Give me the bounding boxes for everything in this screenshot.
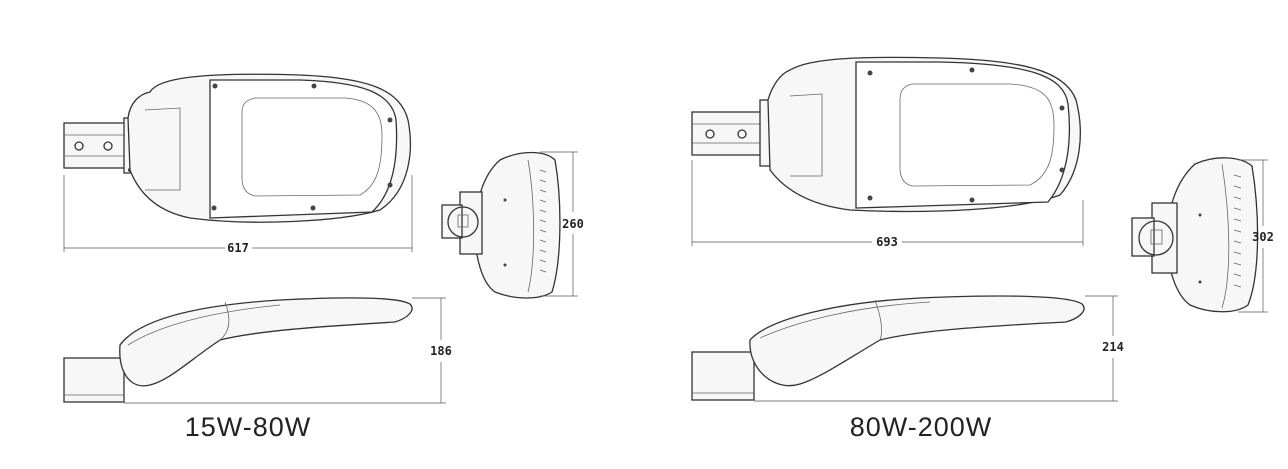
model-2-caption: 80W-200W [850, 412, 993, 442]
model-1-length-label: 617 [227, 241, 249, 255]
model-1-drawing: 617 260 [63, 73, 584, 442]
model-1-end-view [441, 151, 578, 299]
model-1-height-label: 186 [430, 344, 452, 358]
model-1-caption: 15W-80W [185, 412, 312, 442]
model-2-end-view [1131, 157, 1268, 313]
model-1-side-view [63, 297, 446, 404]
model-1-top-view [63, 73, 413, 252]
model-2-height-label: 214 [1102, 340, 1124, 354]
model-2-width-label: 302 [1252, 230, 1274, 244]
model-2-drawing: 693 302 [691, 56, 1274, 442]
model-1-width-label: 260 [562, 217, 584, 231]
model-2-side-view [691, 295, 1118, 402]
model-2-length-label: 693 [876, 235, 898, 249]
model-2-top-view [691, 56, 1084, 246]
